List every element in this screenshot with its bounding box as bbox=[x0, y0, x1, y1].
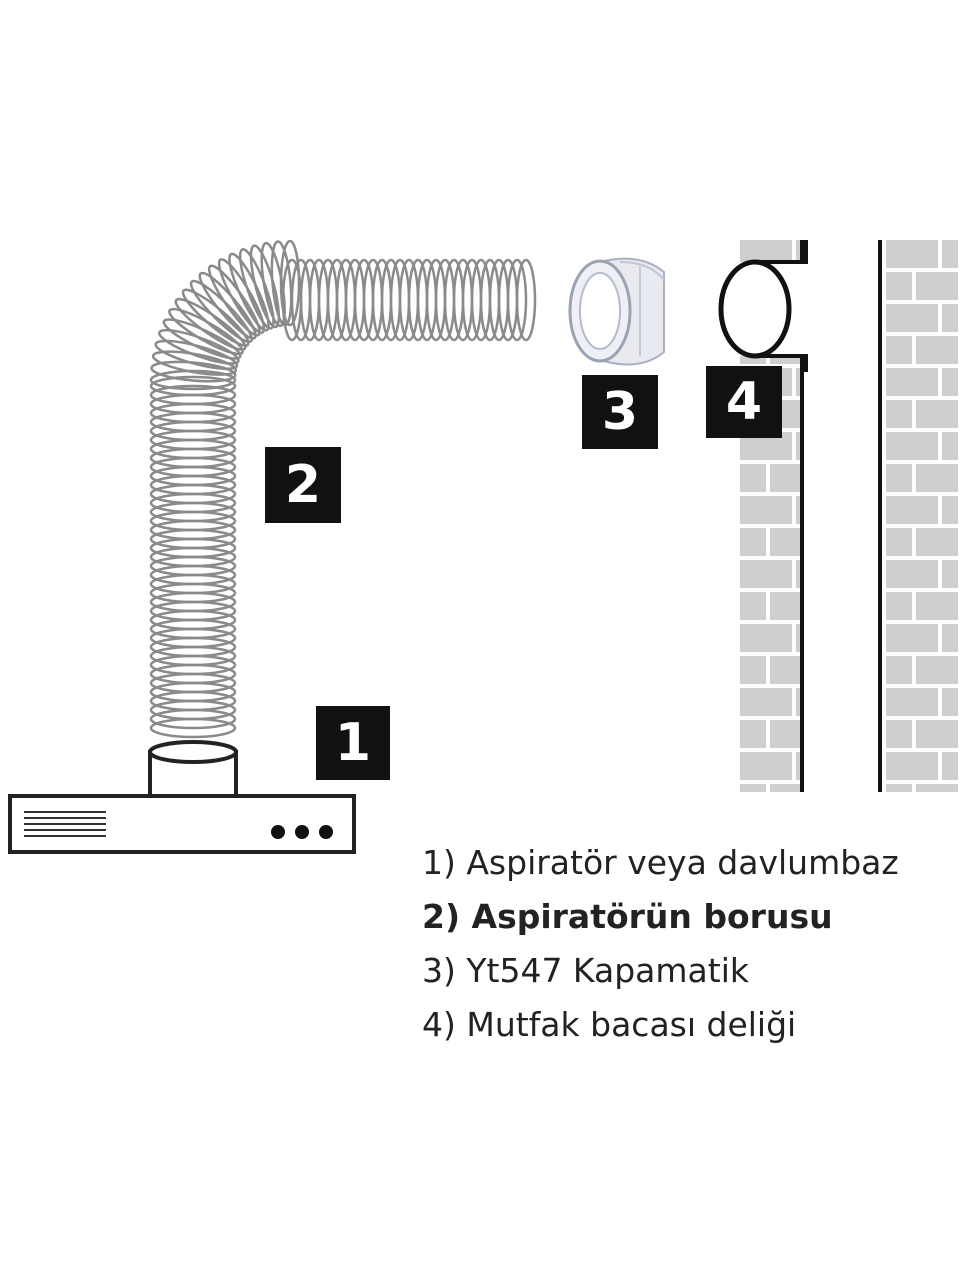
brick bbox=[916, 272, 958, 300]
legend: 1) Aspiratör veya davlumbaz 2) Aspiratör… bbox=[422, 836, 952, 1052]
brick bbox=[916, 336, 958, 364]
brick bbox=[796, 240, 800, 268]
brick bbox=[740, 560, 792, 588]
brick bbox=[886, 240, 938, 268]
duct-rib bbox=[506, 258, 528, 342]
brick bbox=[916, 400, 958, 428]
brick bbox=[942, 368, 958, 396]
chimney-hole bbox=[718, 240, 808, 372]
kitchen-hood bbox=[8, 794, 356, 854]
brick bbox=[886, 336, 912, 364]
brick bbox=[886, 400, 912, 428]
brick bbox=[886, 368, 938, 396]
hood-knob bbox=[319, 825, 333, 839]
brick bbox=[886, 528, 912, 556]
brick bbox=[916, 720, 958, 748]
brick bbox=[916, 464, 958, 492]
brick bbox=[942, 560, 958, 588]
duct-rib bbox=[515, 258, 537, 342]
label-2: 2 bbox=[265, 447, 341, 523]
brick bbox=[886, 656, 912, 684]
brick bbox=[886, 496, 938, 524]
brick bbox=[770, 464, 800, 492]
brick bbox=[740, 752, 792, 780]
label-1: 1 bbox=[316, 706, 390, 780]
brick bbox=[916, 592, 958, 620]
brick bbox=[740, 496, 792, 524]
brick bbox=[886, 432, 938, 460]
brick bbox=[740, 464, 766, 492]
brick bbox=[942, 240, 958, 268]
brick bbox=[770, 592, 800, 620]
brick bbox=[886, 272, 912, 300]
flexible-duct bbox=[149, 239, 537, 739]
brick bbox=[740, 784, 766, 792]
brick bbox=[942, 432, 958, 460]
brick-wall-right bbox=[878, 240, 958, 792]
brick bbox=[740, 528, 766, 556]
brick bbox=[942, 624, 958, 652]
brick bbox=[886, 720, 912, 748]
hood-vent-lines bbox=[24, 811, 106, 837]
duct-rib bbox=[149, 375, 237, 397]
brick bbox=[886, 304, 938, 332]
brick bbox=[740, 592, 766, 620]
brick bbox=[740, 688, 792, 716]
brick bbox=[886, 688, 938, 716]
brick bbox=[796, 688, 800, 716]
brick bbox=[886, 560, 938, 588]
brick bbox=[942, 496, 958, 524]
kapamatik-ring bbox=[568, 257, 665, 366]
brick bbox=[796, 496, 800, 524]
hood-collar bbox=[148, 740, 238, 798]
brick bbox=[796, 624, 800, 652]
brick bbox=[796, 432, 800, 460]
brick bbox=[916, 528, 958, 556]
brick bbox=[770, 656, 800, 684]
brick bbox=[942, 752, 958, 780]
brick bbox=[886, 624, 938, 652]
label-4: 4 bbox=[706, 366, 782, 438]
duct-rib bbox=[149, 384, 237, 406]
brick bbox=[942, 304, 958, 332]
brick bbox=[796, 752, 800, 780]
brick bbox=[886, 784, 912, 792]
legend-item-1: 1) Aspiratör veya davlumbaz bbox=[422, 843, 899, 882]
legend-item-3: 3) Yt547 Kapamatik bbox=[422, 951, 749, 990]
legend-item-2: 2) Aspiratörün borusu bbox=[422, 897, 833, 936]
brick bbox=[740, 656, 766, 684]
brick bbox=[886, 752, 938, 780]
legend-item-4: 4) Mutfak bacası deliği bbox=[422, 1005, 797, 1044]
brick bbox=[886, 464, 912, 492]
brick bbox=[886, 592, 912, 620]
hood-knob bbox=[271, 825, 285, 839]
brick bbox=[740, 720, 766, 748]
brick bbox=[796, 560, 800, 588]
hood-knob bbox=[295, 825, 309, 839]
brick bbox=[770, 784, 800, 792]
brick bbox=[916, 656, 958, 684]
brick bbox=[770, 528, 800, 556]
label-3: 3 bbox=[582, 375, 658, 449]
brick bbox=[770, 720, 800, 748]
brick bbox=[740, 624, 792, 652]
brick bbox=[916, 784, 958, 792]
brick bbox=[796, 368, 800, 396]
brick bbox=[942, 688, 958, 716]
